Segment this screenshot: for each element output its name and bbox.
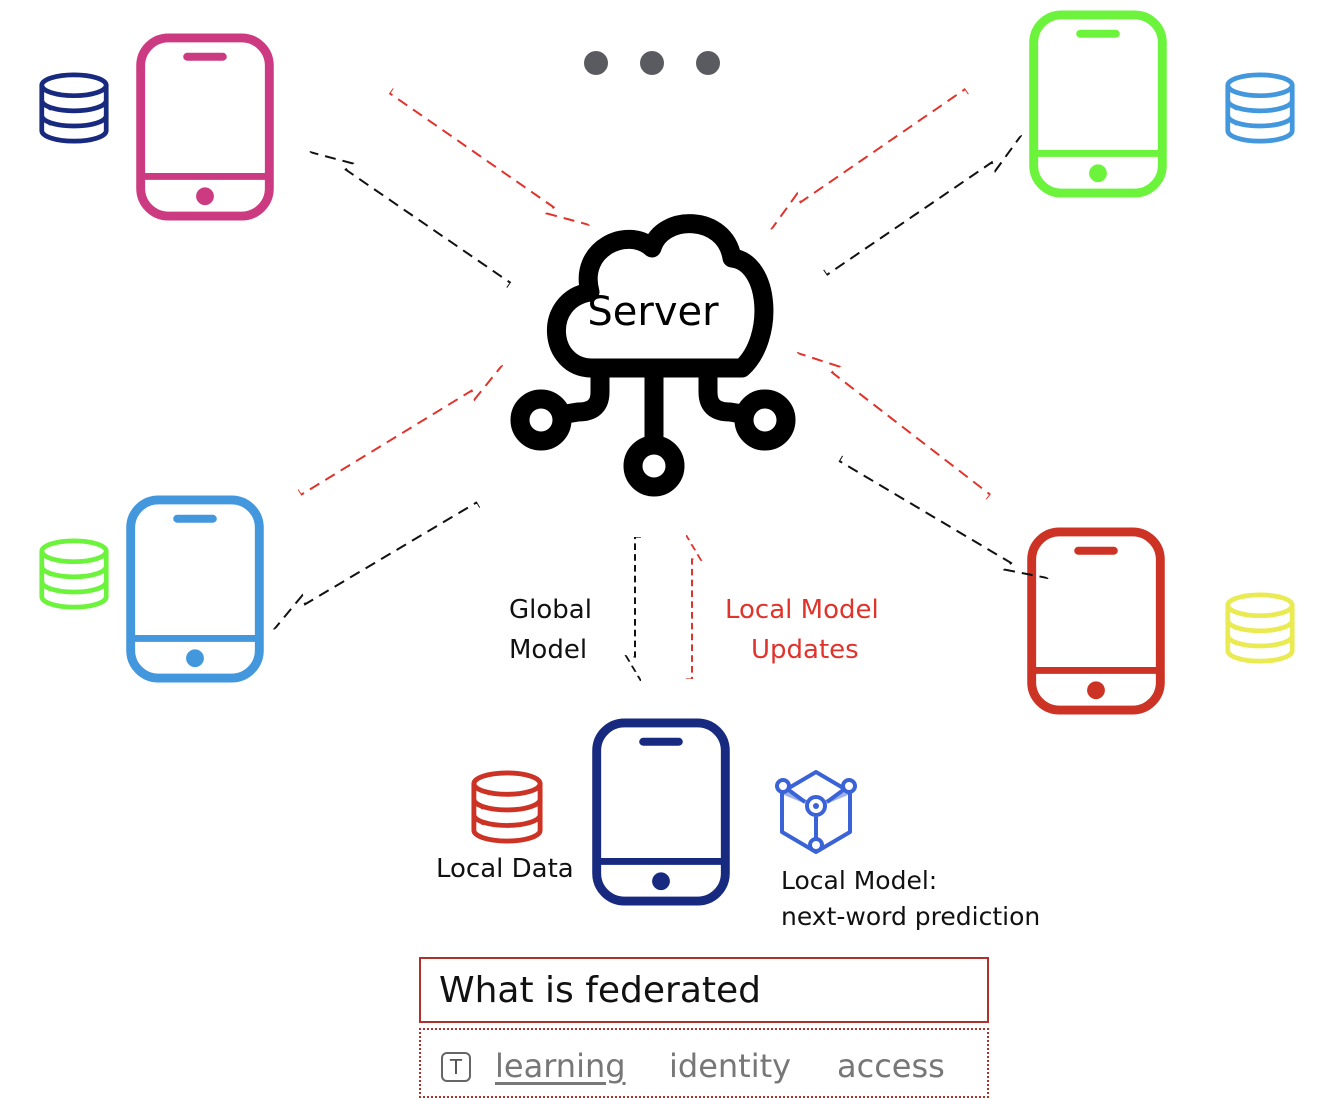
search-input[interactable]: What is federated: [419, 957, 989, 1023]
local-update-up-arrow: [686, 534, 702, 679]
global-model-label-line1: Global: [509, 595, 592, 625]
green-global-arrow: [823, 134, 1031, 284]
global-model-label-line2: Model: [509, 635, 588, 665]
red-update-arrow: [796, 339, 997, 500]
local-model-label-line1: Local Model:: [781, 866, 938, 895]
red-global-arrow: [833, 455, 1049, 593]
ellipsis-dot: [584, 51, 608, 75]
search-query-text: What is federated: [439, 970, 762, 1011]
more-clients-ellipsis: [584, 51, 720, 75]
pink-update-arrow: [383, 88, 590, 239]
blue-database-icon: [1228, 75, 1292, 141]
local-phone-icon: [597, 723, 726, 901]
ellipsis-dot: [640, 51, 664, 75]
navy-database-icon: [42, 75, 106, 141]
server-label: Server: [587, 289, 719, 335]
ellipsis-dot: [696, 51, 720, 75]
suggestion-learning[interactable]: learning: [495, 1047, 626, 1085]
server-cloud-icon: [510, 214, 796, 497]
blue-global-arrow: [265, 493, 481, 630]
text-icon: T: [441, 1052, 471, 1082]
local-data-label: Local Data: [436, 854, 574, 884]
suggestion-bar: T learning identity access: [419, 1028, 989, 1098]
suggestion-identity[interactable]: identity: [669, 1047, 792, 1085]
local-database-icon: [474, 773, 540, 841]
red-phone-icon: [1032, 532, 1161, 710]
green-database-icon: [42, 541, 106, 607]
suggestion-access[interactable]: access: [837, 1047, 945, 1085]
blue-update-arrow: [297, 364, 512, 504]
green-update-arrow: [761, 80, 969, 230]
local-updates-label-line2: Updates: [751, 635, 859, 665]
global-model-down-arrow: [625, 537, 641, 682]
blue-phone-icon: [131, 500, 260, 678]
green-phone-icon: [1034, 15, 1163, 193]
model-cube-icon: [775, 770, 857, 854]
local-model-label-line2: next-word prediction: [781, 902, 1041, 931]
pink-phone-icon: [141, 38, 270, 216]
pink-global-arrow: [309, 138, 517, 288]
local-updates-label-line1: Local Model: [725, 595, 879, 625]
yellow-database-icon: [1228, 595, 1292, 661]
